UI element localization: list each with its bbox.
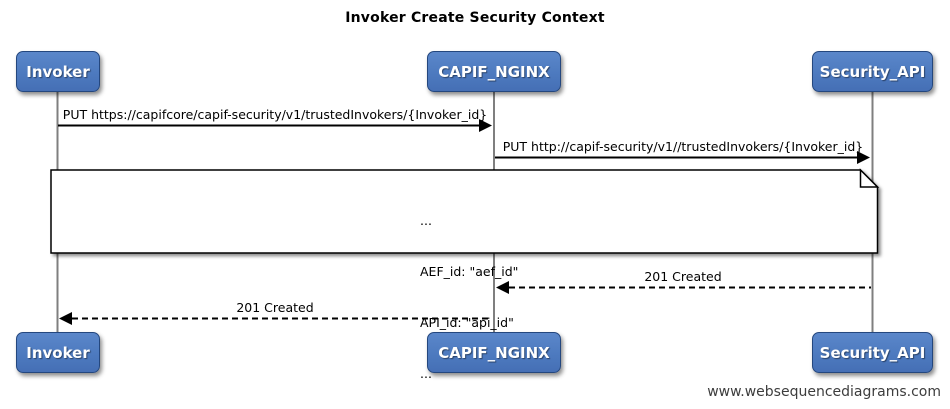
actor-box-invoker-top: Invoker — [16, 51, 100, 92]
diagram-title: Invoker Create Security Context — [345, 10, 605, 26]
arrowhead-left-4-icon — [59, 312, 72, 325]
arrowhead-left-3-icon — [496, 281, 509, 294]
message-label-1: PUT https://capifcore/capif-security/v1/… — [62, 107, 488, 122]
actor-box-capif-nginx-bottom: CAPIF_NGINX — [427, 332, 561, 373]
actor-box-security-api-top: Security_API — [812, 51, 933, 92]
note-body — [50, 169, 879, 254]
note-line: AEF_id: "aef_id" — [420, 264, 519, 279]
actor-label-capif-nginx-top: CAPIF_NGINX — [438, 62, 550, 81]
note-fold-icon — [859, 168, 880, 188]
actor-box-security-api-bottom: Security_API — [812, 332, 933, 373]
actor-box-capif-nginx-top: CAPIF_NGINX — [427, 51, 561, 92]
note-line: API_id: "api_id" — [420, 315, 514, 330]
message-label-2: PUT http://capif-security/v1//trustedInv… — [502, 139, 864, 154]
actor-label-capif-nginx-bottom: CAPIF_NGINX — [438, 343, 550, 362]
footer-watermark: www.websequencediagrams.com — [707, 384, 941, 400]
note-text: ... AEF_id: "aef_id" API_id: "api_id" ..… — [420, 178, 518, 409]
message-label-3: 201 Created — [644, 269, 722, 284]
actor-label-security-api-top: Security_API — [819, 62, 926, 81]
note-line: ... — [420, 213, 432, 228]
actor-box-invoker-bottom: Invoker — [16, 332, 100, 373]
arrowhead-right-2-icon — [857, 151, 870, 164]
note-box — [50, 168, 880, 254]
note-line: ... — [420, 366, 432, 381]
actor-label-invoker-top: Invoker — [26, 62, 90, 81]
message-label-4: 201 Created — [236, 300, 314, 315]
actor-label-security-api-bottom: Security_API — [819, 343, 926, 362]
arrowhead-right-1-icon — [479, 119, 492, 132]
actor-label-invoker-bottom: Invoker — [26, 343, 90, 362]
